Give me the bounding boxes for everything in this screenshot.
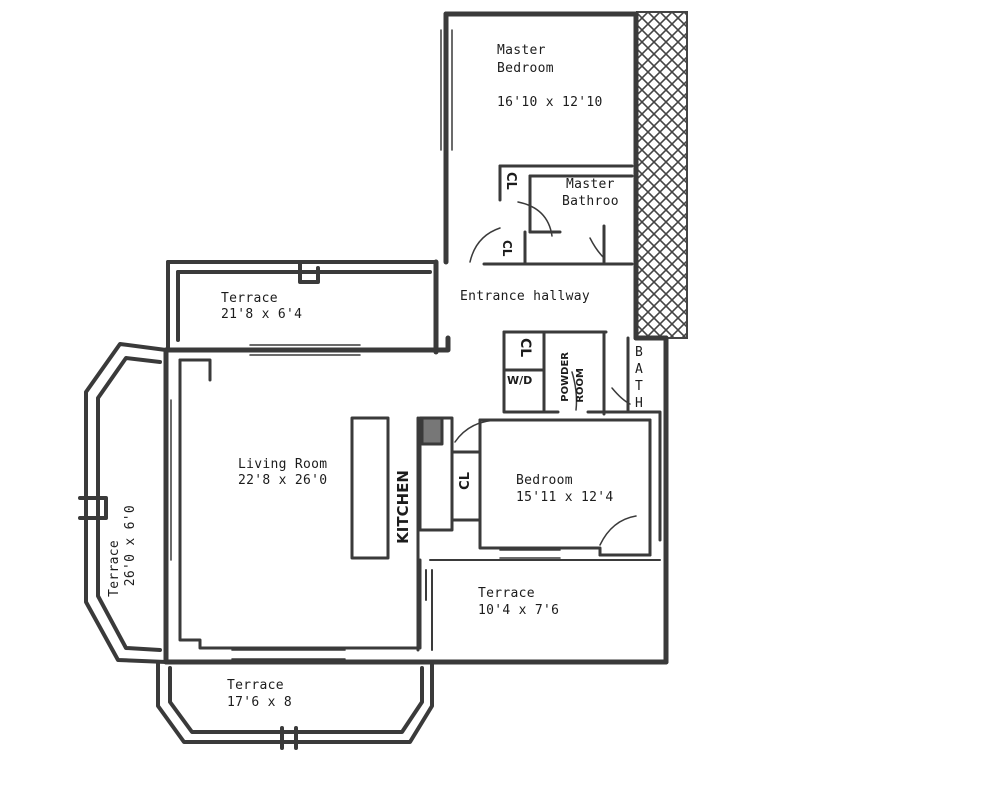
living-room-inner xyxy=(178,358,422,650)
bedroom-window xyxy=(499,549,561,559)
terrace-south-name: Terrace xyxy=(227,678,284,693)
master-bedroom-dims: 16'10 x 12'10 xyxy=(497,95,603,110)
terrace-east-dims: 10'4 x 7'6 xyxy=(478,603,560,618)
bath-letter-b: B xyxy=(635,345,644,360)
kitchen-label: KITCHEN xyxy=(394,470,412,544)
master-bathroom-name-2: Bathroo xyxy=(562,194,619,209)
powder-room-name-1: POWDER xyxy=(560,352,571,402)
terrace-south-dims: 17'6 x 8 xyxy=(227,695,293,710)
entrance-hallway-name: Entrance hallway xyxy=(460,289,591,304)
closet-hall-label: CL xyxy=(517,338,533,358)
master-bedroom-window xyxy=(440,29,453,151)
terrace-west-dims: 26'0 x 6'0 xyxy=(123,505,138,587)
terrace-north-walls xyxy=(166,260,438,352)
living-room-dims: 22'8 x 26'0 xyxy=(238,473,328,488)
master-bedroom-name-1: Master xyxy=(497,43,546,58)
closet-upper-label: CL xyxy=(503,172,518,190)
master-bedroom-name-2: Bedroom xyxy=(497,61,554,76)
hatched-wall-area xyxy=(636,11,688,339)
closet-lower-label: CL xyxy=(500,240,514,257)
bedroom-door-swing xyxy=(599,515,637,546)
bedroom-name: Bedroom xyxy=(516,473,573,488)
terrace-north-dims: 21'8 x 6'4 xyxy=(221,307,303,322)
kitchen-counters xyxy=(350,416,454,652)
bedroom-dims: 15'11 x 12'4 xyxy=(516,490,614,505)
bath-letter-t: T xyxy=(635,379,644,394)
washer-dryer-label: W/D xyxy=(507,374,533,387)
door-swings-master xyxy=(469,201,605,263)
bath-letter-a: A xyxy=(635,362,644,377)
powder-room-name-2: ROOM xyxy=(575,368,586,403)
master-wing-walls xyxy=(433,11,639,355)
service-rooms-walls xyxy=(502,330,662,542)
master-bathroom-name-1: Master xyxy=(566,177,615,192)
terrace-south-walls xyxy=(156,660,434,750)
master-bath-walls xyxy=(482,164,634,266)
living-room-name: Living Room xyxy=(238,457,328,472)
terrace-north-name: Terrace xyxy=(221,291,278,306)
bedroom-walls xyxy=(450,418,652,557)
living-room-windows xyxy=(170,344,361,660)
terrace-east-walls xyxy=(425,559,661,651)
closet-kitchen-label: CL xyxy=(458,472,473,490)
bath-letter-h: H xyxy=(635,396,644,411)
main-block-walls xyxy=(163,335,669,665)
terrace-west-walls xyxy=(78,342,168,664)
terrace-east-name: Terrace xyxy=(478,586,535,601)
